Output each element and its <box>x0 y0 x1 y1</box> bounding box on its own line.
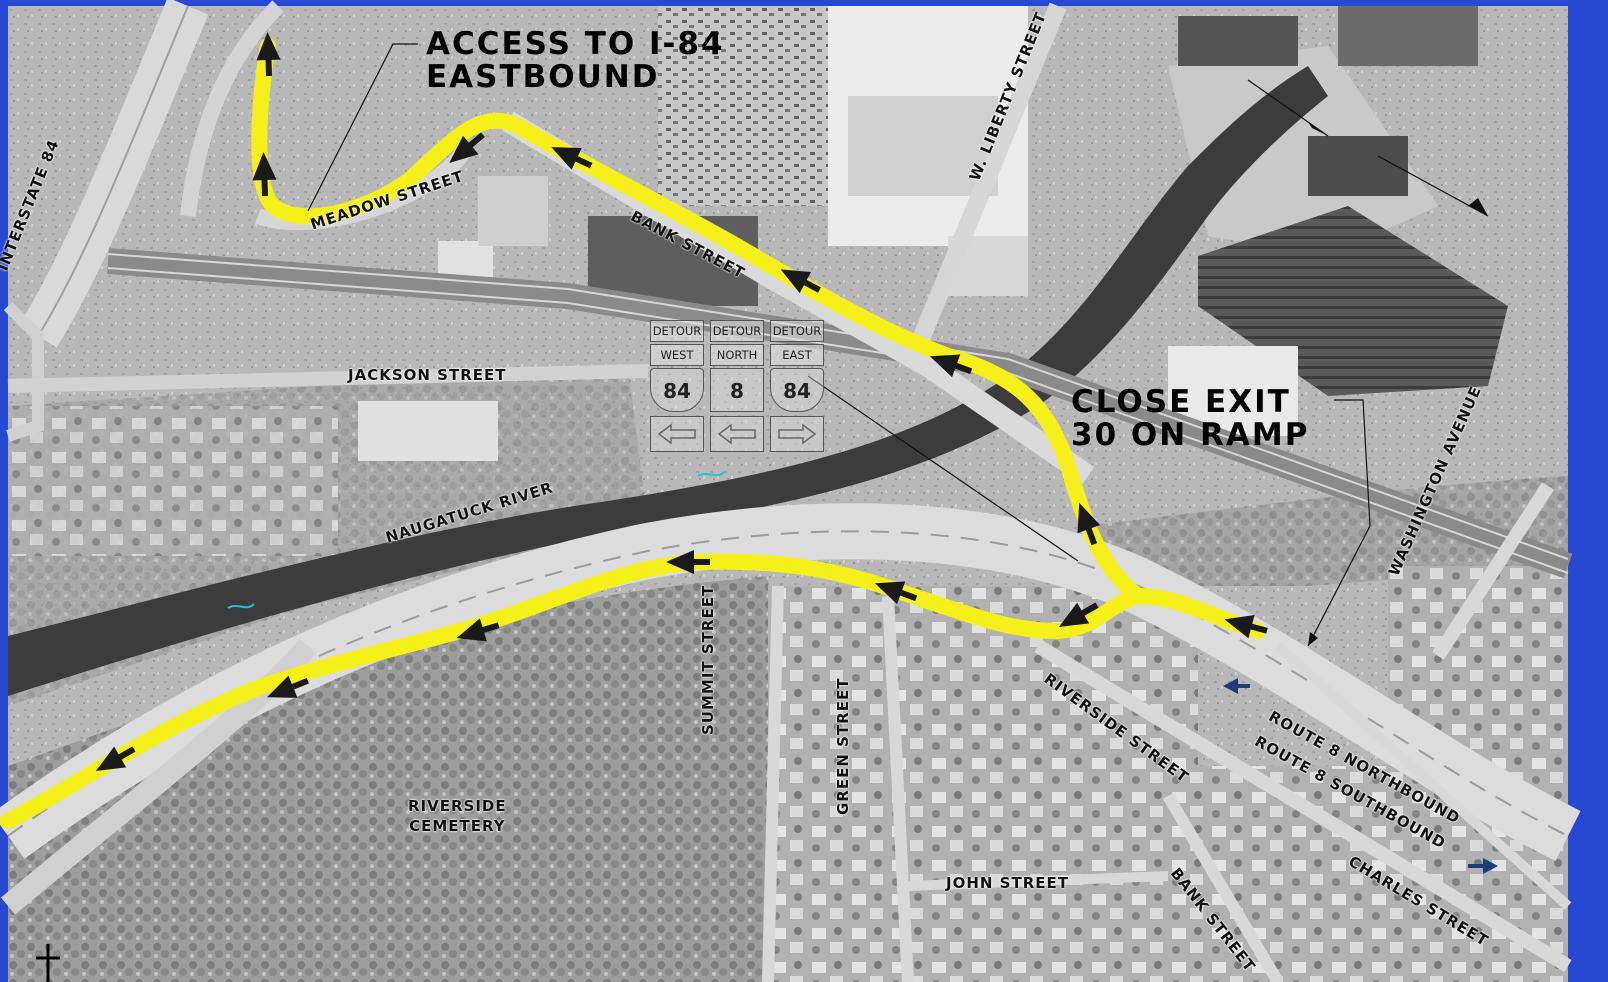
traffic-direction-arrows <box>1223 678 1498 874</box>
callout-close-line1: CLOSE EXIT <box>1071 384 1291 420</box>
detour-sign-direction-east: EAST <box>770 344 824 366</box>
detour-sign-top-north: DETOUR <box>710 320 764 342</box>
interstate-84-shield-east: 84 <box>770 368 824 412</box>
right-arrow-icon <box>770 416 824 452</box>
left-arrow-icon <box>650 416 704 452</box>
callout-access-i84: ACCESS TO I-84 EASTBOUND <box>426 28 725 94</box>
callout-close-line2: 30 ON RAMP <box>1071 417 1310 453</box>
detour-arrows <box>95 32 1268 771</box>
route-8-shield: 8 <box>710 368 764 412</box>
label-john-street: JOHN STREET <box>946 874 1069 892</box>
detour-sign-top-west: DETOUR <box>650 320 704 342</box>
interstate-84-shield-west: 84 <box>650 368 704 412</box>
detour-sign-direction-north: NORTH <box>710 344 764 366</box>
callout-close-exit: CLOSE EXIT 30 ON RAMP <box>1071 386 1309 452</box>
label-summit-street: SUMMIT STREET <box>699 584 717 735</box>
callout-access-line2: EASTBOUND <box>426 59 660 95</box>
detour-sign-assembly: DETOUR DETOUR DETOUR WEST NORTH EAST 84 … <box>650 320 828 458</box>
callout-leaders <box>307 43 1489 647</box>
label-jackson-street: JACKSON STREET <box>348 366 507 384</box>
detour-sign-top-east: DETOUR <box>770 320 824 342</box>
label-green-street: GREEN STREET <box>834 677 852 815</box>
left-arrow-icon <box>710 416 764 452</box>
cemetery-line2: CEMETERY <box>409 817 506 835</box>
detour-sign-direction-west: WEST <box>650 344 704 366</box>
label-riverside-cemetery: RIVERSIDE CEMETERY <box>408 796 507 836</box>
cemetery-line1: RIVERSIDE <box>408 797 507 815</box>
callout-access-line1: ACCESS TO I-84 <box>426 26 725 62</box>
